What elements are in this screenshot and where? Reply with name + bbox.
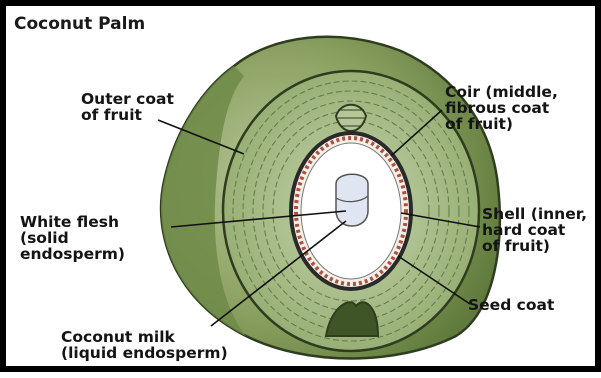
label-white-flesh: White flesh (solid endosperm) — [20, 214, 125, 262]
coconut-cross-section — [6, 6, 601, 378]
diagram-title: Coconut Palm — [14, 14, 145, 34]
label-coconut-milk: Coconut milk (liquid endosperm) — [61, 329, 228, 361]
label-coir: Coir (middle, fibrous coat of fruit) — [445, 84, 558, 132]
label-outer-coat: Outer coat of fruit — [81, 91, 174, 123]
label-seed-coat: Seed coat — [468, 297, 554, 313]
label-shell: Shell (inner, hard coat of fruit) — [482, 206, 587, 254]
